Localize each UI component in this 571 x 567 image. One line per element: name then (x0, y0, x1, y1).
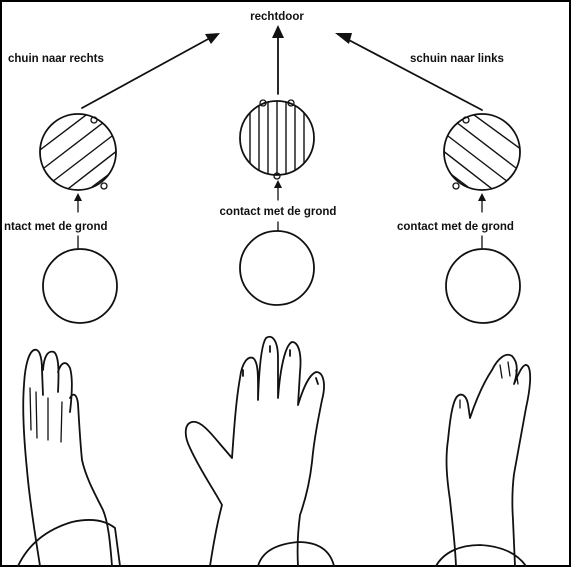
label-contact-center: contact met de grond (220, 206, 337, 218)
spinning-ball-center (240, 100, 314, 179)
arrow-diagonal-left (335, 33, 482, 110)
spinning-ball-left (40, 112, 120, 196)
plain-ball-center (240, 231, 314, 305)
arrow-up-right (478, 193, 486, 212)
arrow-up-left (74, 193, 82, 212)
label-straight: rechtdoor (250, 11, 304, 23)
hand-right (436, 355, 530, 566)
plain-ball-right (446, 249, 520, 323)
hand-left (18, 350, 120, 566)
label-diagonal-left: schuin naar links (410, 53, 504, 65)
label-diagonal-right: chuin naar rechts (8, 53, 104, 65)
arrow-diagonal-right (82, 33, 220, 108)
arrow-straight (272, 25, 284, 94)
arrow-up-center (274, 180, 282, 200)
label-contact-right: contact met de grond (397, 221, 514, 233)
label-contact-left: ntact met de grond (4, 221, 108, 233)
hand-center (186, 337, 334, 566)
spinning-ball-right (440, 112, 522, 196)
plain-ball-left (43, 249, 117, 323)
